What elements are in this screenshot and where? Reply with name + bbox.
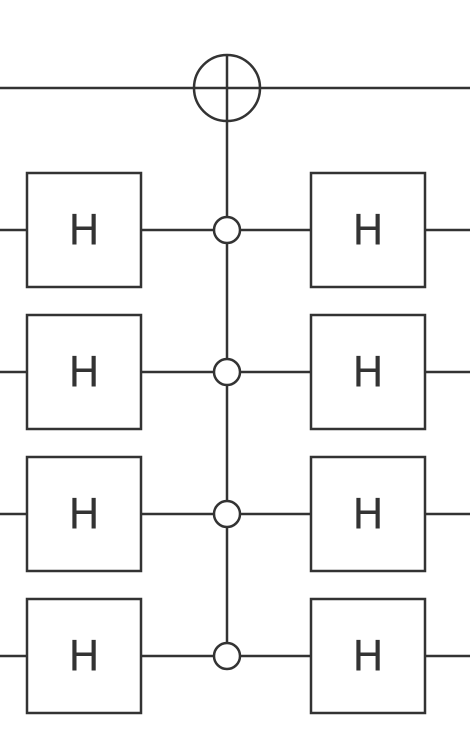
h-gate-right-label-1: H bbox=[352, 206, 384, 255]
h-gate-left-box-1 bbox=[25, 171, 143, 289]
h-gate-right-box-2 bbox=[309, 313, 427, 431]
h-gate-left-box-4 bbox=[25, 597, 143, 715]
h-gate-right-label-3: H bbox=[352, 490, 384, 539]
h-gate-left-label-4: H bbox=[68, 632, 100, 681]
control-dot-1 bbox=[212, 215, 242, 245]
control-dot-4 bbox=[212, 641, 242, 671]
h-gate-right-box-4 bbox=[309, 597, 427, 715]
control-dot-2 bbox=[212, 357, 242, 387]
h-gate-right-label-2: H bbox=[352, 348, 384, 397]
h-gate-left-label-1: H bbox=[68, 206, 100, 255]
h-gate-left-label-2: H bbox=[68, 348, 100, 397]
control-dot-3 bbox=[212, 499, 242, 529]
h-gate-right-box-1 bbox=[309, 171, 427, 289]
h-gate-left-label-3: H bbox=[68, 490, 100, 539]
h-gate-left-box-2 bbox=[25, 313, 143, 431]
h-gate-left-box-3 bbox=[25, 455, 143, 573]
h-gate-right-label-4: H bbox=[352, 632, 384, 681]
h-gate-right-box-3 bbox=[309, 455, 427, 573]
